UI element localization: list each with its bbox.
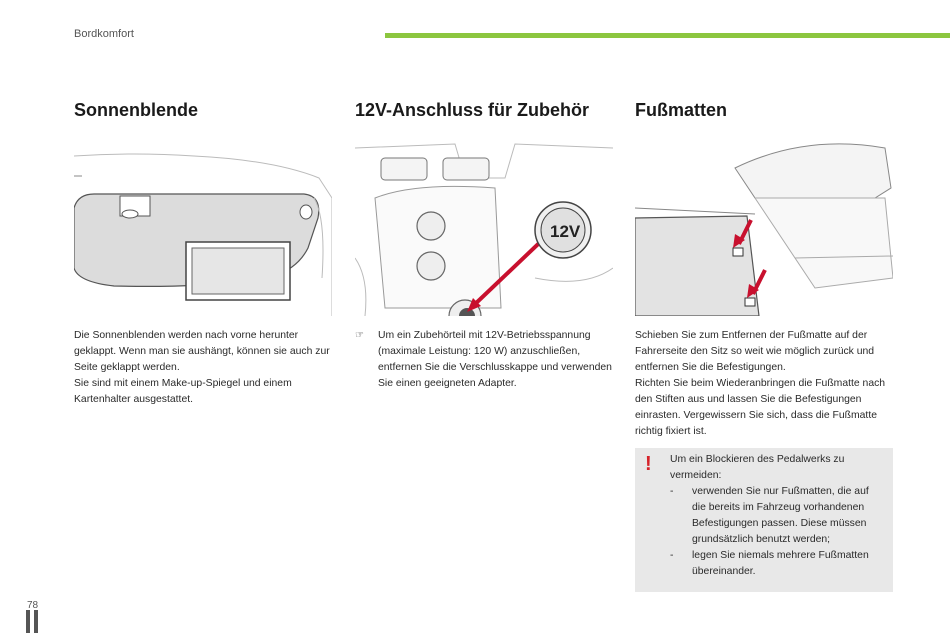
paragraph: Sie sind mit einem Make-up-Spiegel und e… (74, 378, 292, 405)
list-item: - legen Sie niemals mehrere Fußmatten üb… (670, 548, 881, 580)
section-label: Bordkomfort (74, 28, 134, 40)
page-number: 78 (27, 600, 39, 611)
floor-mat-text: Schieben Sie zum Entfernen der Fußmatte … (635, 328, 895, 440)
sun-visor-text: Die Sonnenblenden werden nach vorne heru… (74, 328, 334, 408)
exclamation-icon: ! (645, 453, 652, 475)
floor-mat-section: Fußmatten Schieben Sie zum Entfernen der… (635, 100, 895, 440)
paragraph: Die Sonnenblenden werden nach vorne heru… (74, 330, 330, 373)
section-title-sun-visor: Sonnenblende (74, 100, 199, 120)
warning-note: ! Um ein Blockieren des Pedalwerks zu ve… (635, 448, 893, 592)
paragraph: Schieben Sie zum Entfernen der Fußmatte … (635, 330, 875, 373)
sun-visor-illustration (74, 138, 332, 316)
list-item-text: verwenden Sie nur Fußmatten, die auf die… (692, 486, 869, 545)
12v-socket-illustration: 12V (355, 138, 613, 316)
dash-mark: - (670, 486, 674, 497)
paragraph: Richten Sie beim Wiederanbringen die Fuß… (635, 378, 886, 437)
bullet-text: Um ein Zubehörteil mit 12V-Betriebsspann… (378, 330, 612, 389)
list-item-text: legen Sie niemals mehrere Fußmatten über… (692, 550, 869, 577)
dash-mark: - (670, 550, 674, 561)
chapter-color-bar (385, 33, 950, 38)
12v-socket-section: 12V-Anschluss für Zubehör 12V ☞ Um ein Z… (355, 100, 615, 392)
12v-text: ☞ Um ein Zubehörteil mit 12V-Betriebsspa… (355, 328, 615, 392)
instruction-bullet: ☞ Um ein Zubehörteil mit 12V-Betriebsspa… (355, 328, 615, 392)
pointing-hand-icon: ☞ (355, 330, 364, 341)
12v-label: 12V (550, 222, 581, 241)
section-title-floor-mats: Fußmatten (635, 100, 727, 120)
sun-visor-section: Sonnenblende Die Sonnenblenden werden na… (74, 100, 334, 408)
page-edge-marks (26, 606, 40, 633)
section-title-12v: 12V-Anschluss für Zubehör (355, 100, 590, 120)
floor-mat-illustration (635, 138, 893, 316)
warning-list: - verwenden Sie nur Fußmatten, die auf d… (670, 484, 881, 580)
list-item: - verwenden Sie nur Fußmatten, die auf d… (670, 484, 881, 548)
warning-intro: Um ein Blockieren des Pedalwerks zu verm… (670, 454, 845, 481)
